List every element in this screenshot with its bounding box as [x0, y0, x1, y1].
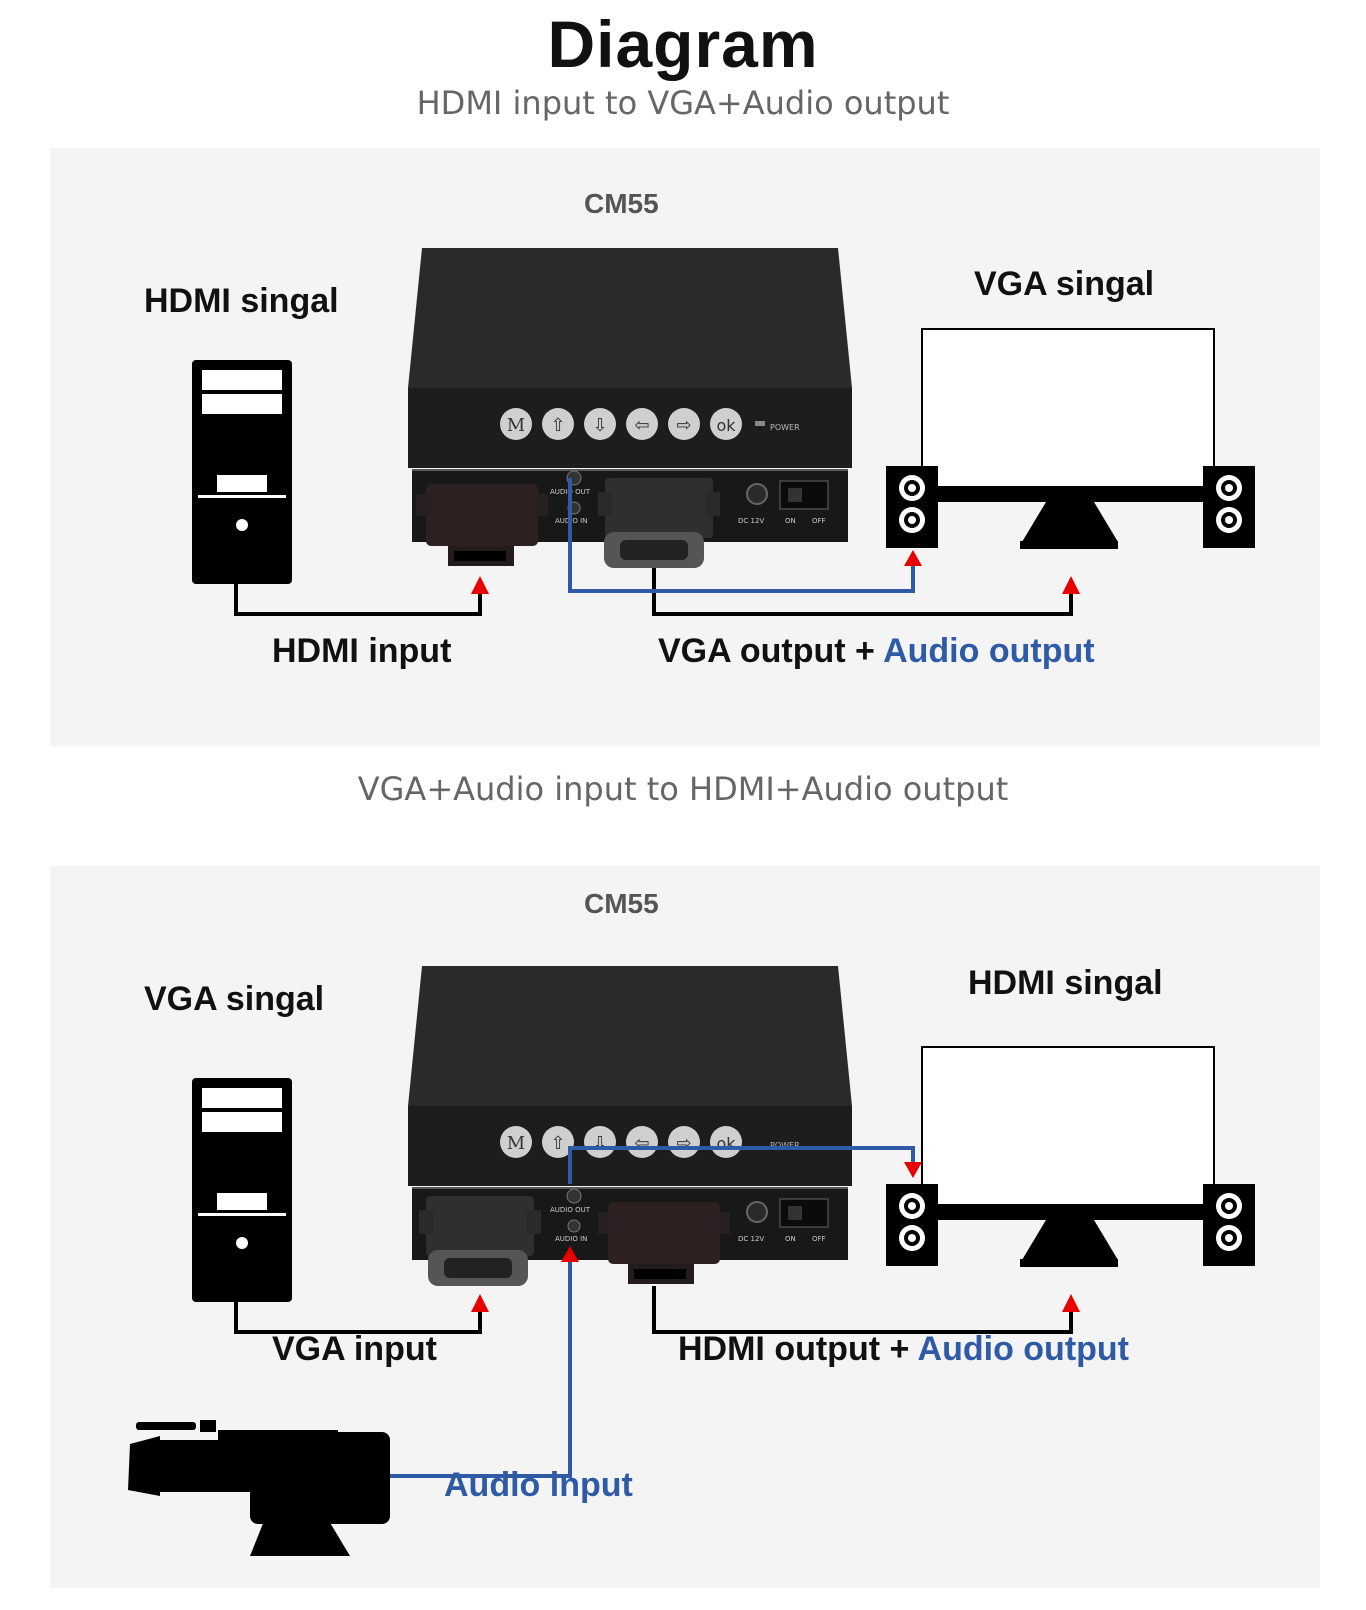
model-label: CM55 [584, 188, 659, 219]
svg-text:M: M [507, 1133, 525, 1154]
vga-adapter-icon [598, 478, 720, 568]
dest-signal-label: VGA singal [974, 265, 1155, 303]
svg-text:M: M [507, 415, 525, 436]
svg-text:AUDIO OUT: AUDIO OUT [550, 1206, 591, 1214]
hdmi-adapter-icon [598, 1202, 730, 1284]
hdmi-output-line [652, 1286, 1073, 1334]
svg-text:OFF: OFF [812, 517, 826, 525]
device-rear-labels: AUDIO OUT AUDIO IN DC 12V ON OFF [550, 1188, 829, 1243]
audio-output-label: Audio output [917, 1330, 1130, 1368]
button-down [584, 408, 616, 440]
svg-text:⇨: ⇨ [676, 415, 691, 436]
svg-text:DC 12V: DC 12V [738, 517, 764, 525]
arrow-icon [471, 576, 489, 594]
svg-text:⇨: ⇨ [676, 1133, 691, 1154]
audio-output-label: Audio output [883, 632, 1095, 670]
dest-signal-label: HDMI singal [968, 964, 1163, 1002]
diagram-panel-vga-to-hdmi: M ⇧ ⇩ ⇦ ⇨ ok POWER AUDIO OUT AUDIO IN DC… [50, 866, 1320, 1588]
svg-text:ON: ON [785, 1235, 796, 1243]
button-m [500, 1126, 532, 1158]
svg-text:ON: ON [785, 517, 796, 525]
diagram-panel-hdmi-to-vga: M ⇧ ⇩ ⇦ ⇨ ok POWER AUDIO OUT AUDIO IN DC… [50, 148, 1320, 746]
svg-text:ok: ok [716, 1134, 736, 1153]
device-buttons: M ⇧ ⇩ ⇦ ⇨ ok POWER [500, 408, 800, 440]
button-up [542, 408, 574, 440]
monitor-icon [921, 328, 1215, 549]
arrow-icon [1062, 576, 1080, 594]
monitor-icon [921, 1046, 1215, 1267]
output-label: VGA output + Audio output [658, 632, 1095, 670]
vga-input-label: VGA input [272, 1330, 437, 1368]
svg-text:DC 12V: DC 12V [738, 1235, 764, 1243]
hdmi-input-line [234, 582, 482, 616]
button-m [500, 408, 532, 440]
button-right [668, 408, 700, 440]
svg-text:⇧: ⇧ [550, 1133, 565, 1154]
audio-input-label: Audio input [444, 1466, 633, 1504]
pc-tower-icon [192, 1078, 292, 1302]
subtitle-hdmi-to-vga: HDMI input to VGA+Audio output [416, 84, 950, 122]
svg-text:POWER: POWER [770, 423, 800, 432]
speaker-right-icon [1203, 1184, 1255, 1266]
arrow-icon [904, 550, 922, 566]
source-signal-label: VGA singal [144, 980, 325, 1018]
arrow-icon [471, 1294, 489, 1312]
audio-output-line [568, 478, 915, 593]
button-left [626, 408, 658, 440]
audio-input-line [390, 1258, 572, 1478]
model-label: CM55 [584, 888, 659, 919]
subtitle-vga-to-hdmi: VGA+Audio input to HDMI+Audio output [357, 770, 1009, 808]
video-camera-icon [128, 1420, 390, 1556]
svg-text:POWER: POWER [770, 1141, 800, 1150]
diagram-canvas: M ⇧ ⇩ ⇦ ⇨ ok POWER AUDIO OUT AUDIO IN DC… [128, 966, 1255, 1556]
speaker-right-icon [1203, 466, 1255, 548]
svg-text:⇦: ⇦ [634, 415, 649, 436]
arrow-icon [904, 1162, 922, 1178]
pc-tower-icon [192, 360, 292, 584]
vga-adapter-icon [419, 1196, 541, 1286]
arrow-icon [561, 1246, 579, 1262]
speaker-left-icon [886, 466, 938, 548]
source-signal-label: HDMI singal [144, 282, 339, 320]
output-label: HDMI output + Audio output [678, 1330, 1130, 1368]
svg-text:AUDIO IN: AUDIO IN [555, 1235, 587, 1243]
svg-text:⇧: ⇧ [550, 415, 565, 436]
svg-text:⇦: ⇦ [634, 1133, 649, 1154]
button-ok [710, 408, 742, 440]
hdmi-adapter-icon [416, 484, 548, 566]
vga-input-line [234, 1300, 482, 1334]
page-title: Diagram [547, 7, 819, 81]
svg-text:ok: ok [716, 416, 736, 435]
hdmi-input-label: HDMI input [272, 632, 452, 670]
svg-text:⇩: ⇩ [592, 415, 607, 436]
speaker-left-icon [886, 1184, 938, 1266]
audio-output-line [568, 1146, 915, 1184]
svg-text:OFF: OFF [812, 1235, 826, 1243]
svg-text:⇩: ⇩ [592, 1133, 607, 1154]
diagram-canvas: M ⇧ ⇩ ⇦ ⇨ ok POWER AUDIO OUT AUDIO IN DC… [192, 248, 1255, 616]
arrow-icon [1062, 1294, 1080, 1312]
button-up [542, 1126, 574, 1158]
